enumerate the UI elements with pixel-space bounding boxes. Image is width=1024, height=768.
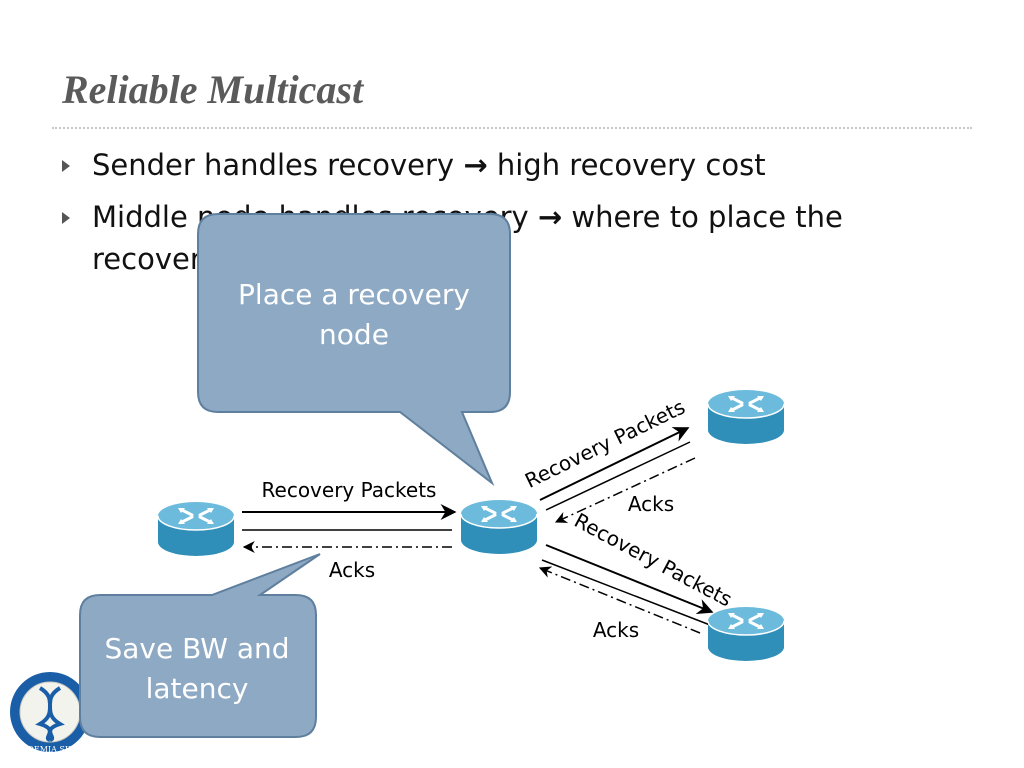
callout-text: Place a recovery — [238, 278, 470, 311]
link-upper: Recovery Packets Acks — [521, 395, 696, 523]
router-icon — [708, 607, 784, 663]
slide-title: Reliable Multicast — [62, 67, 364, 112]
academia-sinica-seal-icon: ACADEMIA SINICA — [9, 672, 91, 754]
ack-arrow — [538, 566, 701, 634]
bullet-marker-icon — [62, 160, 70, 172]
callout-text: node — [319, 318, 389, 351]
ack-arrow — [554, 457, 696, 523]
acks-label: Acks — [593, 618, 639, 642]
right-arrow-icon: → — [537, 200, 563, 234]
title-divider — [52, 127, 972, 129]
callout-text: latency — [146, 672, 249, 705]
bullet-marker-icon — [62, 212, 70, 224]
link-line — [545, 441, 691, 511]
acks-label: Acks — [628, 492, 674, 516]
recovery-packets-label: Recovery Packets — [262, 478, 437, 502]
router-icon — [708, 390, 784, 446]
right-arrow-icon: → — [463, 148, 488, 182]
link-lower: Recovery Packets Acks — [538, 508, 736, 642]
recovery-arrow — [545, 544, 714, 615]
link-left: Recovery Packets Acks — [242, 478, 457, 582]
callout-place-recovery-node: Place a recovery node — [197, 213, 511, 487]
callout-text: Save BW and — [104, 632, 289, 665]
callout-save-bw-latency: Save BW and latency — [79, 553, 321, 738]
bullet-text: high recovery cost — [487, 148, 766, 182]
recovery-packets-label: Recovery Packets — [570, 508, 736, 611]
acks-label: Acks — [329, 558, 375, 582]
bullet-item: Sender handles recovery → high recovery … — [62, 144, 942, 186]
logo-text: ACADEMIA SINICA — [9, 745, 91, 754]
bullet-text: Sender handles recovery — [92, 148, 464, 182]
recovery-arrow — [539, 427, 690, 501]
router-icon — [461, 500, 537, 556]
link-line — [541, 559, 711, 626]
recovery-packets-label: Recovery Packets — [521, 395, 689, 493]
router-icon — [158, 502, 234, 558]
